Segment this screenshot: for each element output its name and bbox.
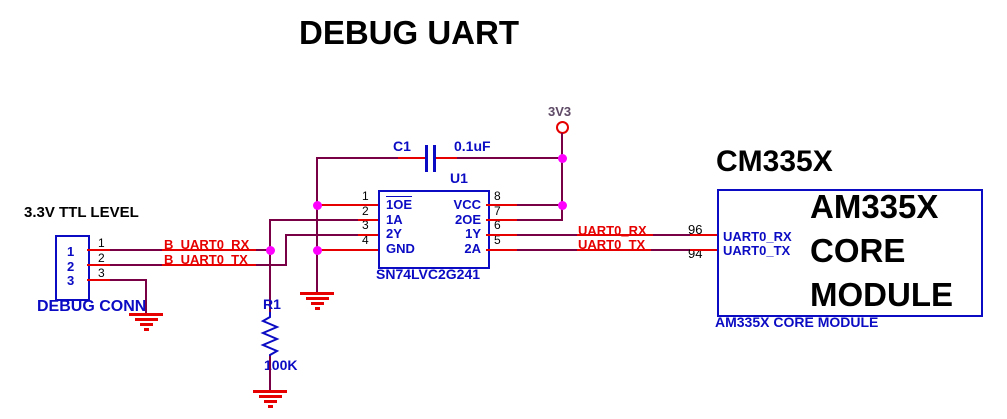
u1-pin1-number: 1	[362, 189, 369, 203]
module-pin94-name: UART0_TX	[723, 243, 791, 258]
conn-pin1-inner: 1	[67, 244, 75, 259]
wire-gnd-rail	[316, 157, 318, 293]
u1-pin7-stub	[486, 219, 517, 221]
c1-right-stub	[436, 157, 457, 159]
module-heading: CM335X	[716, 145, 833, 178]
u1-pin2-number: 2	[362, 204, 369, 218]
u1-pin6-name: 1Y	[465, 226, 481, 241]
conn-pin1-stub	[87, 249, 110, 251]
page-title: DEBUG UART	[299, 14, 519, 51]
conn-pin2-inner: 2	[67, 259, 75, 274]
conn-pin2-number: 2	[98, 251, 105, 265]
r1-value: 100K	[264, 357, 298, 373]
u1-pin6-stub	[486, 234, 517, 236]
wire-rx-vertical-r1	[269, 219, 271, 313]
module-pin96-number: 96	[688, 222, 703, 237]
module-pin94-stub	[690, 249, 717, 251]
conn-pin3-inner: 3	[67, 273, 75, 288]
resistor-symbol	[260, 312, 280, 358]
u1-pin3-name: 2Y	[386, 226, 402, 241]
u1-pin2-name: 1A	[386, 212, 403, 227]
u1-pin4-name: GND	[386, 241, 415, 256]
wire-u1-pin2	[270, 219, 358, 221]
u1-pin6-number: 6	[494, 218, 501, 232]
junction-dot-pin1	[313, 201, 322, 210]
u1-pin5-stub	[486, 249, 517, 251]
module-pin96-stub	[690, 234, 717, 236]
u1-refdes: U1	[450, 170, 468, 186]
u1-symbol	[378, 190, 490, 269]
wire-2oe	[517, 219, 563, 221]
u1-pin5-number: 5	[494, 233, 501, 247]
c1-value: 0.1uF	[454, 138, 491, 154]
ttl-level-note: 3.3V TTL LEVEL	[24, 204, 139, 221]
u1-pin7-name: 2OE	[454, 212, 481, 227]
wire-rx-label-segment	[162, 249, 256, 251]
u1-part-number: SN74LVC2G241	[376, 266, 481, 282]
u1-pin3-number: 3	[362, 218, 369, 232]
wire-tx-label-segment	[162, 264, 256, 266]
c1-left-stub	[398, 157, 425, 159]
wire-conn-gnd	[110, 279, 147, 281]
u1-pin3-stub	[358, 234, 378, 236]
conn-pin1-number: 1	[98, 236, 105, 250]
conn-pin3-number: 3	[98, 266, 105, 280]
u1-pin1-name: 1OE	[386, 197, 413, 212]
junction-dot-vcc	[558, 201, 567, 210]
u1-pin8-number: 8	[494, 189, 501, 203]
power-net-label: 3V3	[548, 104, 572, 119]
wire-uart0-rx-label-segment	[577, 234, 653, 236]
u1-pin4-number: 4	[362, 233, 369, 247]
module-pin96-name: UART0_RX	[723, 229, 792, 244]
conn-pin3-stub	[87, 279, 110, 281]
wire-c1-left	[318, 157, 398, 159]
wire-conn-gnd-vertical	[145, 279, 147, 314]
wire-3v3-rail	[561, 133, 563, 221]
wire-c1-right	[457, 157, 563, 159]
r1-refdes: R1	[263, 296, 281, 312]
module-symbol	[717, 189, 983, 317]
capacitor-plate-right	[433, 145, 436, 172]
capacitor-plate-left	[425, 145, 428, 172]
conn-pin2-stub	[87, 264, 110, 266]
net-label-uart0-tx: UART0_TX	[578, 237, 646, 252]
u1-pin8-stub	[486, 204, 517, 206]
u1-pin7-number: 7	[494, 204, 501, 218]
net-label-b-uart0-tx: B_UART0_TX	[164, 252, 248, 267]
conn-refdes: DEBUG CONN	[37, 298, 147, 315]
wire-vcc	[517, 204, 563, 206]
wire-uart0-tx-label-segment	[577, 249, 651, 251]
wire-u1-pin3	[286, 234, 358, 236]
module-caption: AM335X CORE MODULE	[715, 314, 879, 330]
module-name-line3: MODULE	[810, 276, 953, 313]
module-name-line1: AM335X	[810, 188, 939, 225]
wire-tx-vertical	[285, 234, 287, 266]
u1-pin5-name: 2A	[464, 241, 481, 256]
junction-dot-c1	[558, 154, 567, 163]
u1-pin2-stub	[358, 219, 378, 221]
net-label-b-uart0-rx: B_UART0_RX	[164, 237, 250, 252]
u1-pin8-name: VCC	[453, 197, 481, 212]
junction-dot-pin4	[313, 246, 322, 255]
u1-pin4-stub	[317, 249, 378, 251]
junction-dot-rx	[266, 246, 275, 255]
wire-r1-gnd	[269, 356, 271, 391]
net-label-uart0-rx: UART0_RX	[578, 223, 647, 238]
u1-pin1-stub	[317, 204, 378, 206]
debug-conn-symbol	[55, 235, 90, 301]
module-name-line2: CORE	[810, 232, 906, 269]
c1-refdes: C1	[393, 138, 411, 154]
